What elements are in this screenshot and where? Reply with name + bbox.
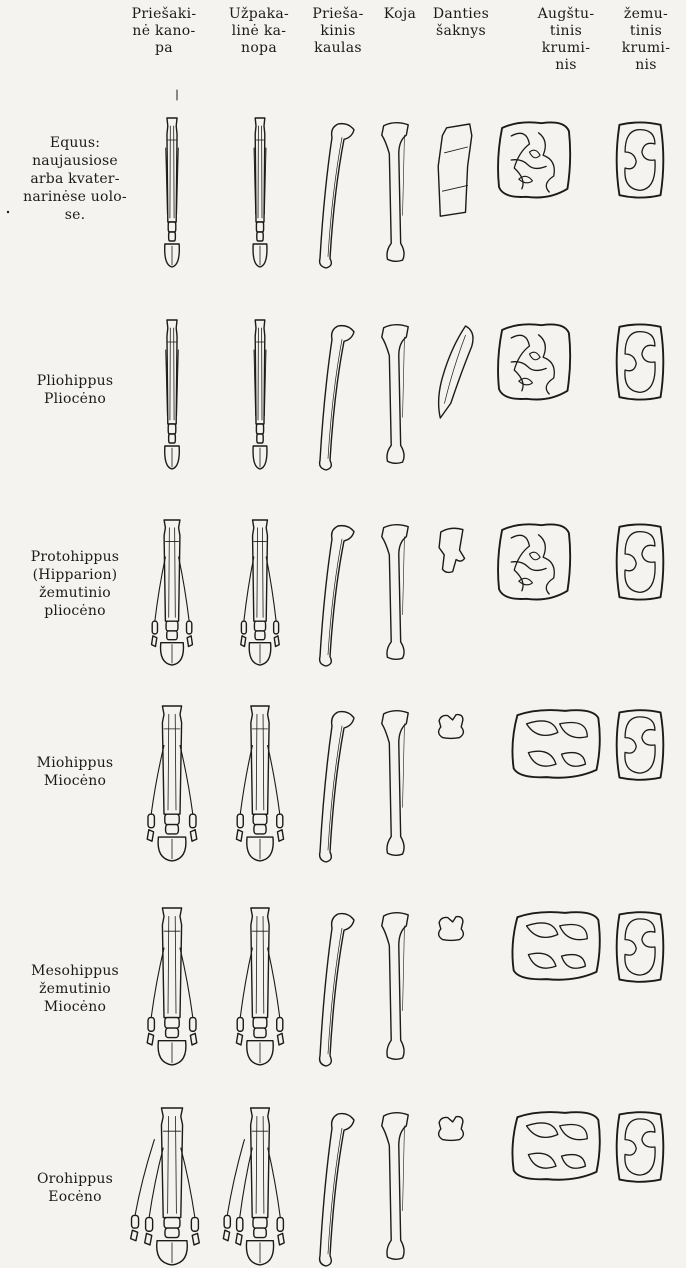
equus-tooth-root-drawing [438,124,472,216]
equus-lower-molar-drawing [617,122,664,197]
mesohippus-tooth-root-drawing [439,917,464,941]
orohippus-lower-molar-drawing [617,1112,664,1182]
mesohippus-hind-foot-drawing [236,908,283,1065]
pliohippus-lower-molar-drawing [617,324,664,399]
orohippus-upper-molar-drawing [512,1112,599,1180]
orohippus-tooth-root-drawing [439,1117,464,1141]
miohippus-tooth-root-drawing [439,715,464,739]
mesohippus-upper-molar-drawing [512,912,599,980]
mesohippus-front-foot-drawing [147,908,197,1065]
equus-front-foot-drawing [165,118,180,267]
protohippus-upper-molar-drawing [498,524,570,599]
miohippus-leg-drawing [382,711,408,856]
equus-hind-foot-drawing [253,118,267,267]
orohippus-leg-drawing [382,1113,408,1260]
pliohippus-leg-drawing [382,325,408,464]
orohippus-forearm-drawing [320,1114,354,1266]
pliohippus-front-foot-drawing [165,320,180,469]
mesohippus-lower-molar-drawing [617,912,664,982]
miohippus-hind-foot-drawing [236,706,283,861]
equus-leg-drawing [382,123,408,262]
protohippus-front-foot-drawing [152,520,193,665]
miohippus-forearm-drawing [320,712,354,862]
pliohippus-upper-molar-drawing [498,324,570,399]
orohippus-front-foot-drawing [131,1108,200,1265]
mesohippus-forearm-drawing [320,914,354,1066]
pliohippus-forearm-drawing [320,326,354,470]
protohippus-tooth-root-drawing [439,528,465,572]
pliohippus-hind-foot-drawing [253,320,267,469]
equus-upper-molar-drawing [498,122,570,197]
stray-dot [7,211,9,213]
protohippus-leg-drawing [382,525,408,660]
orohippus-hind-foot-drawing [223,1108,284,1265]
protohippus-forearm-drawing [320,526,354,666]
mesohippus-leg-drawing [382,913,408,1060]
miohippus-upper-molar-drawing [512,710,599,778]
miohippus-lower-molar-drawing [617,710,664,780]
miohippus-front-foot-drawing [147,706,197,861]
pliohippus-tooth-root-drawing [439,326,473,418]
protohippus-hind-foot-drawing [241,520,279,665]
equus-forearm-drawing [320,124,354,268]
protohippus-lower-molar-drawing [617,524,664,599]
